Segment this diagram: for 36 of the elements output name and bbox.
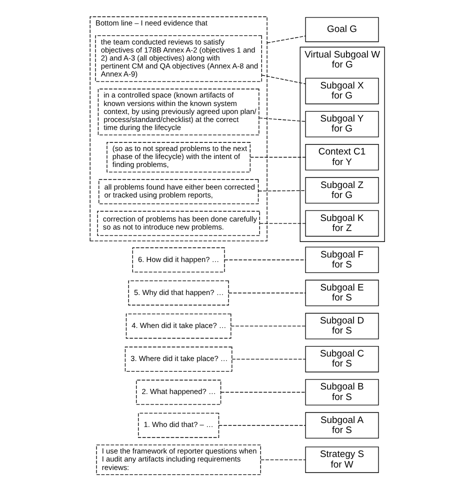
node-box: 4. When did it take place? … [126, 314, 232, 339]
connector [220, 392, 306, 393]
node-box: in a controlled space (known artifacts of known versions within the known system context, by using previously agreed upon plan/ process/standard/checklist) at the correct time during the lifecycle [98, 88, 260, 136]
node-box: all problems found have either been corrected or tracked using problem reports, [98, 179, 259, 204]
node-box: 3. Where did it take place? … [124, 346, 232, 372]
node-box: the team conducted reviews to satisfy objectives of 178B Annex A-2 (objectives 1 and 2) and A-3 (all objectives) along with pertinent CM and QA objectives (Annex A-8 and Annex A-9) [95, 35, 262, 82]
connector [260, 223, 306, 224]
node-box: Context C1 for Y [305, 144, 379, 170]
connector [228, 292, 306, 294]
node-box: 6. How did it happen? … [132, 247, 225, 272]
connector [258, 118, 306, 122]
node-box: Subgoal Z for G [305, 177, 379, 204]
node-box: 2. What happened? … [136, 380, 222, 405]
connector [250, 156, 306, 158]
node-box: Subgoal X for G [305, 78, 379, 104]
node-box: 5. Why did that happen? … [128, 280, 229, 306]
node-box: 1. Who did that? – … [138, 412, 220, 438]
connector [258, 190, 306, 192]
node-box: Subgoal C for S [305, 346, 379, 372]
node-box: (so as to not spread problems to the next phase of the lifecycle) with the intent of finding problems, [106, 142, 250, 172]
node-box: Subgoal K for Z [305, 210, 379, 237]
node-box: Subgoal Y for G [305, 110, 379, 138]
connector [260, 459, 306, 460]
node-box: Goal G [305, 17, 379, 42]
node-box: Subgoal E for S [305, 280, 379, 306]
node-box: Subgoal F for S [305, 246, 379, 274]
connector [218, 425, 306, 426]
node-box: Subgoal B for S [305, 379, 379, 406]
connector [266, 36, 306, 44]
node-box: Subgoal D for S [305, 312, 379, 340]
connector [232, 358, 306, 360]
node-box: correction of problems has been done carefully so as not to introduce new problems. [97, 210, 260, 236]
node-box: Strategy S for W [305, 446, 379, 473]
connector [261, 74, 306, 84]
node-box: I use the framework of reporter questions when I audit any artifacts including requirements reviews: [96, 444, 261, 475]
node-box: Subgoal A for S [305, 412, 379, 439]
